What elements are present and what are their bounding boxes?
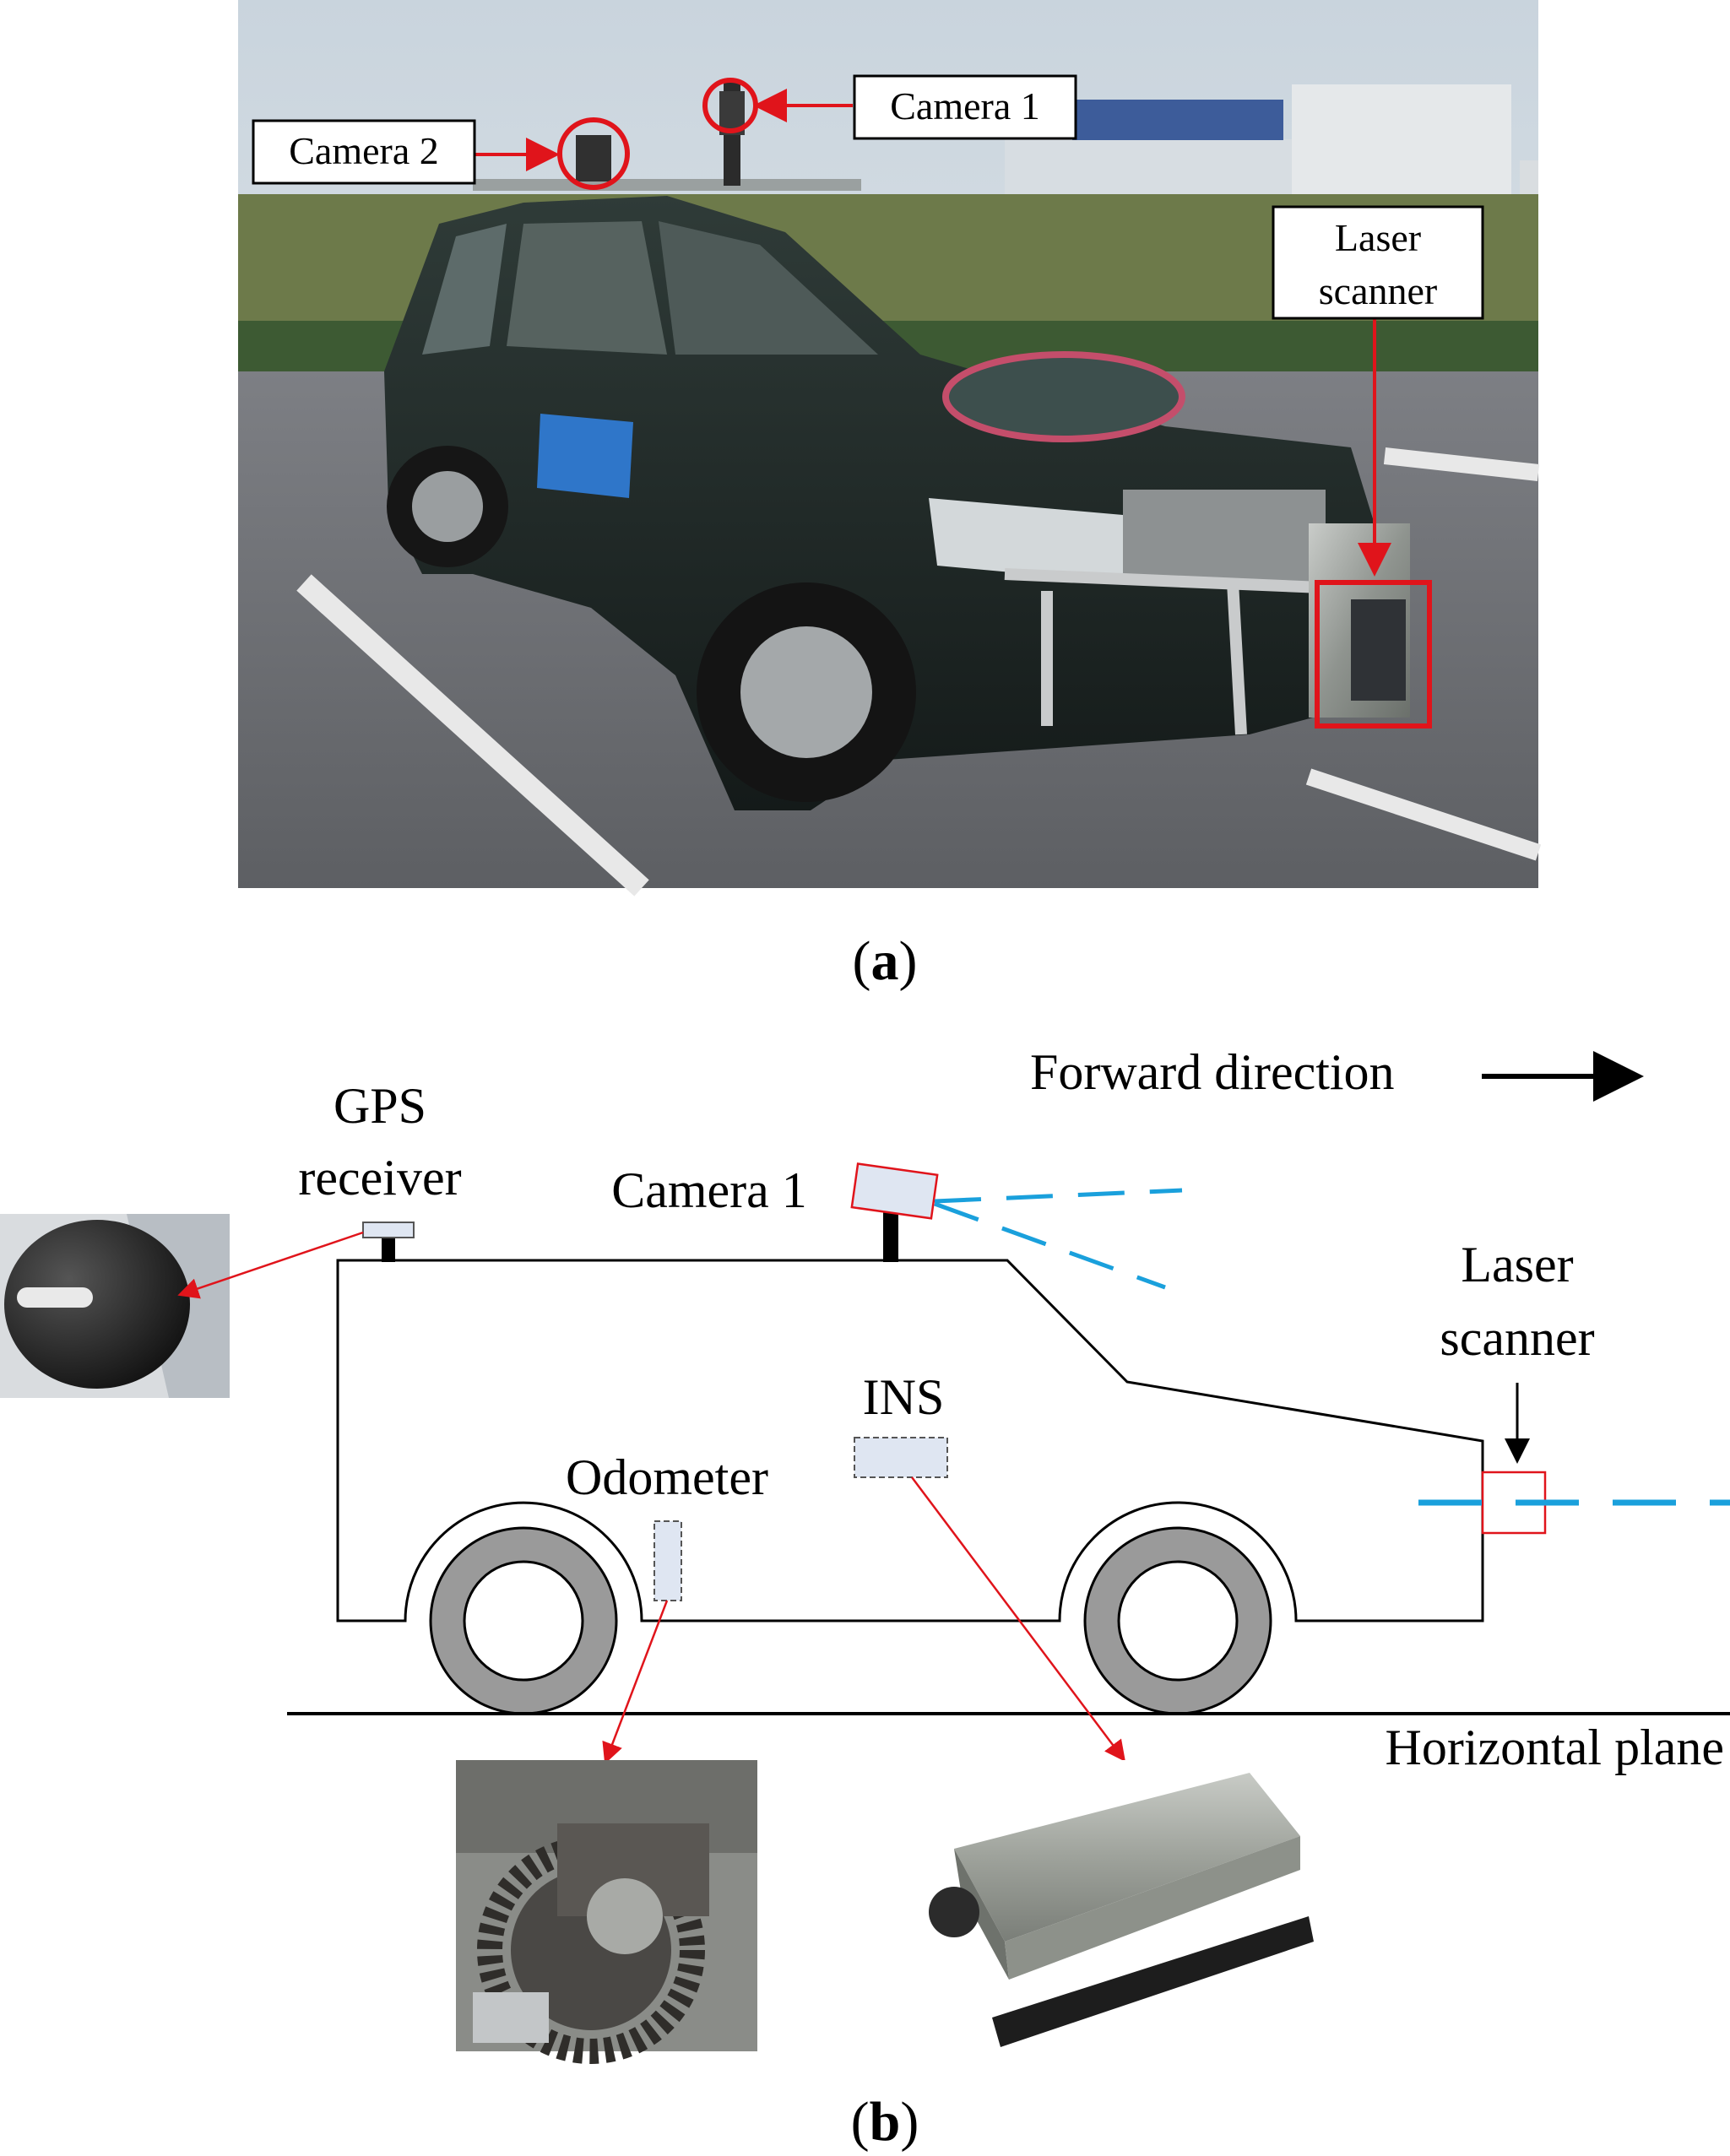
- odometer-sensor-box: [654, 1521, 681, 1601]
- laser-scanner-photo-label-line2: scanner: [1319, 269, 1437, 312]
- camera1-photo-label: Camera 1: [890, 84, 1040, 127]
- front-wheel: [1085, 1528, 1271, 1714]
- gps-label-line1: GPS: [334, 1078, 426, 1134]
- gps-receiver-box: [363, 1222, 414, 1238]
- camera2-photo-label: Camera 2: [289, 129, 439, 172]
- laser-scanner-label-box: Laser scanner: [1273, 207, 1483, 318]
- panel-a-caption: (a): [853, 930, 918, 992]
- camera1-schematic-label: Camera 1: [611, 1162, 807, 1218]
- ins-sensor-box: [854, 1438, 947, 1477]
- ins-photo: [929, 1760, 1314, 2051]
- camera2-label-box: Camera 2: [253, 121, 475, 183]
- odometer-label: Odometer: [566, 1449, 768, 1505]
- horizontal-plane-label: Horizontal plane: [1385, 1720, 1724, 1775]
- forward-direction-label: Forward direction: [1030, 1044, 1395, 1100]
- panel-b-caption: (b): [851, 2091, 919, 2153]
- camera1-mast: [883, 1211, 898, 1262]
- laser-scanner-schematic-label-line1: Laser: [1461, 1237, 1573, 1292]
- camera1-label-box: Camera 1: [854, 76, 1076, 138]
- ins-label: INS: [863, 1369, 945, 1425]
- rear-wheel: [431, 1528, 616, 1714]
- laser-scanner-photo-label-line1: Laser: [1335, 216, 1421, 259]
- gps-label-line2: receiver: [298, 1150, 461, 1205]
- camera1-body: [852, 1164, 937, 1219]
- gps-antenna-mast: [382, 1237, 395, 1262]
- gps-receiver-photo: [0, 1214, 230, 1398]
- laser-scanner-schematic-label-line2: scanner: [1440, 1310, 1594, 1366]
- odometer-photo: [456, 1760, 757, 2051]
